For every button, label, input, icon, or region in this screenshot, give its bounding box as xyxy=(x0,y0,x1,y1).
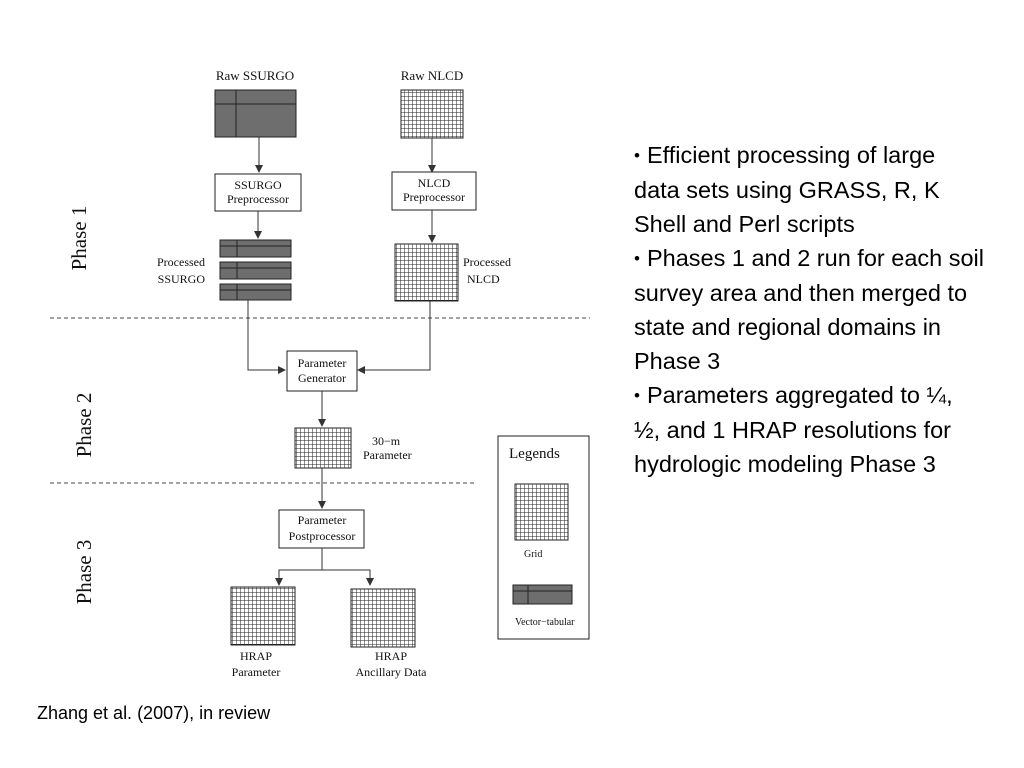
parameter-postprocessor-box: Parameter Postprocessor xyxy=(278,509,365,549)
processed-ssurgo-line2: SSURGO xyxy=(158,272,206,286)
nlcd-preprocessor-line1: NLCD xyxy=(418,176,451,190)
bullet-marker: • xyxy=(634,146,640,165)
legend-box: Legends Grid Vector−tabular xyxy=(497,435,590,640)
arrow-processed-nlcd-to-generator xyxy=(357,301,431,374)
raw-ssurgo-vector-icon xyxy=(214,89,297,138)
legend-grid-label: Grid xyxy=(524,549,542,560)
arrow-to-hrap-ancillary xyxy=(322,569,374,586)
hrap-ancillary-line1: HRAP xyxy=(375,649,407,663)
legend-vector-icon xyxy=(512,584,573,605)
ssurgo-preprocessor-box: SSURGO Preprocessor xyxy=(214,173,302,212)
nlcd-preprocessor-box: NLCD Preprocessor xyxy=(391,171,477,211)
hrap-parameter-grid-icon xyxy=(230,586,296,646)
hrap-ancillary-grid-icon xyxy=(350,588,416,648)
ssurgo-preprocessor-line1: SSURGO xyxy=(234,178,282,192)
raw-nlcd-label: Raw NLCD xyxy=(401,68,463,83)
bullet-marker: • xyxy=(634,386,640,405)
legend-vector-label: Vector−tabular xyxy=(515,617,575,628)
bullet-list: •Efficient processing of large data sets… xyxy=(634,138,984,481)
arrow-to-hrap-parameter xyxy=(275,569,322,586)
processed-nlcd-grid-icon xyxy=(394,243,459,302)
hrap-ancillary-line2: Ancillary Data xyxy=(356,665,428,679)
raw-ssurgo-label: Raw SSURGO xyxy=(216,68,294,83)
bullet-item: •Phases 1 and 2 run for each soil survey… xyxy=(634,241,984,378)
phase-2-label: Phase 2 xyxy=(72,393,96,458)
bullet-text: Parameters aggregated to ¼, ½, and 1 HRA… xyxy=(634,382,953,477)
bullet-item: •Efficient processing of large data sets… xyxy=(634,138,984,241)
raw-nlcd-grid-icon xyxy=(400,89,464,139)
processed-nlcd-line2: NLCD xyxy=(467,272,500,286)
parameter-generator-line1: Parameter xyxy=(298,356,347,370)
parameter-generator-box: Parameter Generator xyxy=(286,350,358,392)
parameter-30m-grid-icon xyxy=(294,427,352,469)
parameter-30m-line2: Parameter xyxy=(363,448,412,462)
parameter-postprocessor-line2: Postprocessor xyxy=(289,529,356,543)
parameter-30m-line1: 30−m xyxy=(372,434,401,448)
ssurgo-preprocessor-line2: Preprocessor xyxy=(227,192,289,206)
nlcd-preprocessor-line2: Preprocessor xyxy=(403,190,465,204)
processed-nlcd-line1: Processed xyxy=(463,255,511,269)
processed-ssurgo-vector-icon xyxy=(219,239,292,301)
bullet-text: Phases 1 and 2 run for each soil survey … xyxy=(634,245,984,374)
citation: Zhang et al. (2007), in review xyxy=(37,703,271,723)
phase-1-label: Phase 1 xyxy=(67,206,91,271)
legend-title: Legends xyxy=(509,446,560,462)
bullet-marker: • xyxy=(634,249,640,268)
processed-ssurgo-line1: Processed xyxy=(157,255,205,269)
bullet-text: Efficient processing of large data sets … xyxy=(634,142,940,237)
parameter-generator-line2: Generator xyxy=(298,371,346,385)
bullet-item: •Parameters aggregated to ¼, ½, and 1 HR… xyxy=(634,378,984,481)
parameter-postprocessor-line1: Parameter xyxy=(298,513,347,527)
legend-grid-icon xyxy=(514,483,569,541)
hrap-parameter-line1: HRAP xyxy=(240,649,272,663)
arrow-processed-ssurgo-to-generator xyxy=(247,300,286,374)
phase-3-label: Phase 3 xyxy=(72,540,96,605)
hrap-parameter-line2: Parameter xyxy=(232,665,281,679)
